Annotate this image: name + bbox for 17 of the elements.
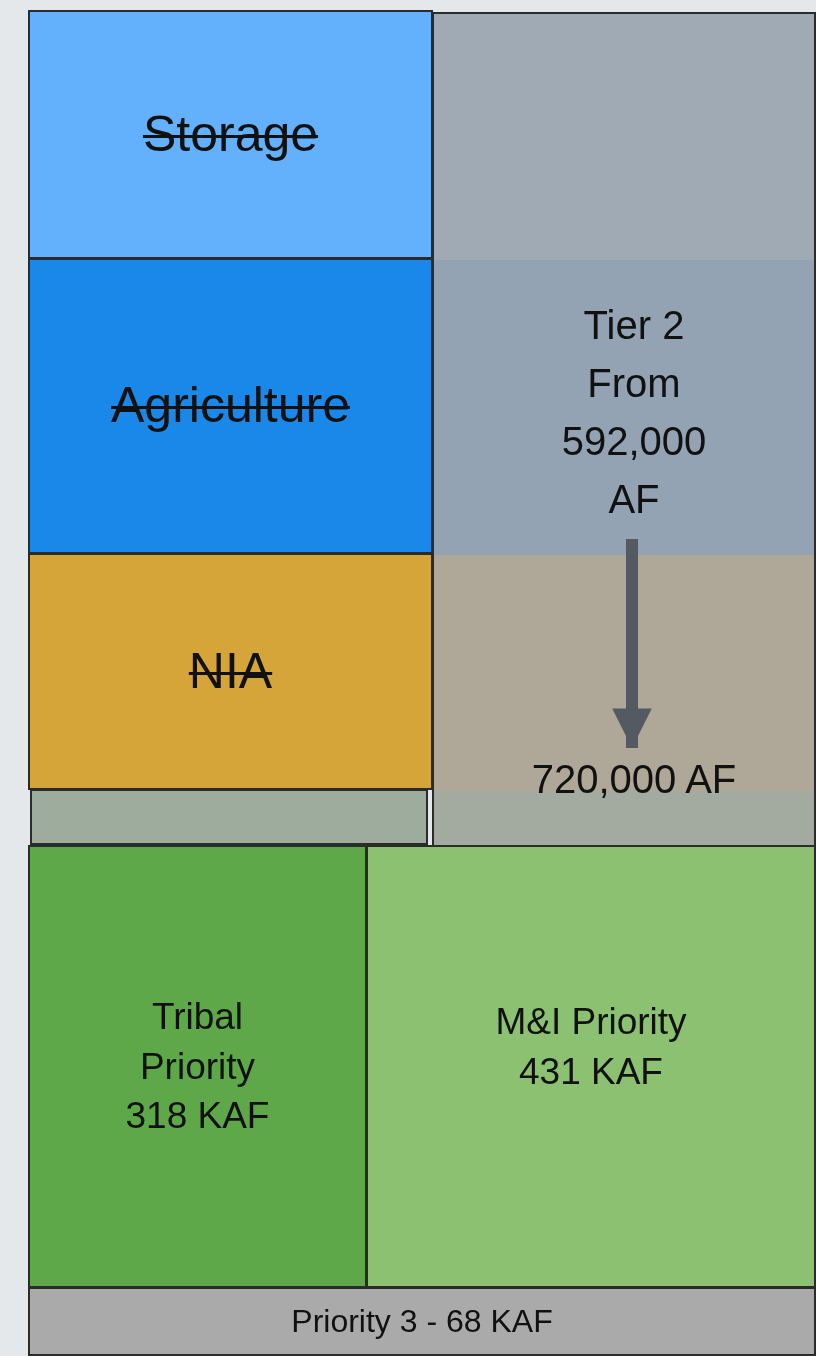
category-block	[366, 845, 816, 1288]
category-block	[28, 845, 367, 1288]
shaded-strip	[30, 789, 428, 845]
block-label: M&I Priority 431 KAF	[494, 999, 688, 1094]
category-block	[28, 553, 433, 790]
category-block	[28, 1287, 816, 1356]
category-block	[28, 258, 433, 554]
block-label: Agriculture	[111, 376, 350, 436]
block-label: Tribal Priority 318 KAF	[124, 994, 271, 1139]
block-label: Storage	[142, 104, 319, 164]
volume-label: 720,000 AF	[462, 754, 806, 804]
block-label: Priority 3 - 68 KAF	[291, 1301, 553, 1341]
block-label: NIA	[188, 641, 273, 701]
arrow	[612, 539, 652, 748]
category-block	[28, 10, 433, 259]
shaded-panel	[432, 12, 816, 847]
volume-label: Tier 2 From 592,000 AF	[462, 287, 806, 537]
